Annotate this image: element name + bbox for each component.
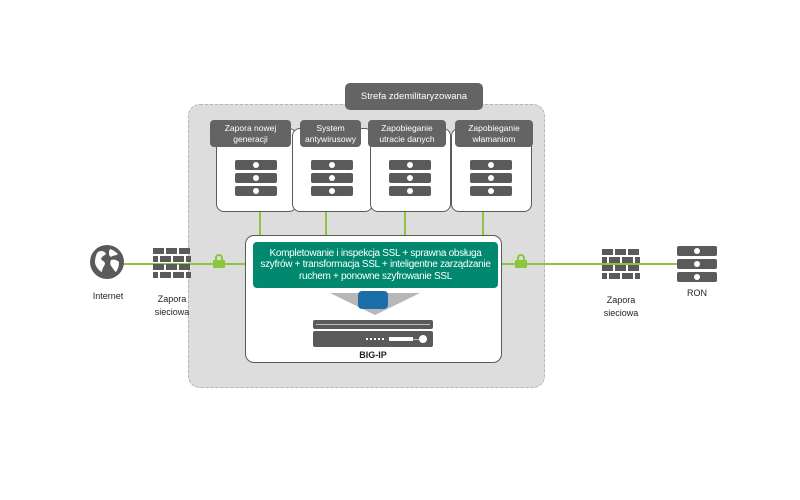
internet-label: Internet [92,291,124,301]
ron-label: RON [687,288,707,298]
module-label-antivirus: System antywirusowy [300,120,361,147]
module-label-ngfw: Zapora nowej generacji [210,120,291,147]
module-label-dlp: Zapobieganie utracie danych [368,120,446,147]
connection-line-module-3 [404,207,406,236]
padlock-icon [515,254,527,268]
ssl-features-banner: Kompletowanie i inspekcja SSL + sprawna … [253,242,498,288]
padlock-icon [213,254,225,268]
server-rack-icon [235,160,277,199]
connection-line-module-4 [482,207,484,236]
connection-line-module-1 [259,207,261,236]
dmz-label: Strefa zdemilitaryzowana [345,83,483,110]
firewall-right-label: Zapora sieciowa [603,295,639,318]
appliance-icon-top [313,320,433,329]
bigip-label: BIG-IP [359,350,387,360]
chip-icon [358,291,388,309]
server-rack-icon [470,160,512,199]
module-label-ips: Zapobieganie włamaniom [455,120,533,147]
server-rack-icon [677,246,717,285]
connection-line-right [501,263,679,265]
server-rack-icon [311,160,353,199]
appliance-icon [313,331,433,347]
brick-wall-icon [153,248,191,280]
server-rack-icon [389,160,431,199]
brick-wall-icon [602,249,640,281]
globe-icon [90,245,124,279]
connection-line-module-2 [325,207,327,236]
firewall-left-label: Zapora sieciowa [154,294,190,317]
